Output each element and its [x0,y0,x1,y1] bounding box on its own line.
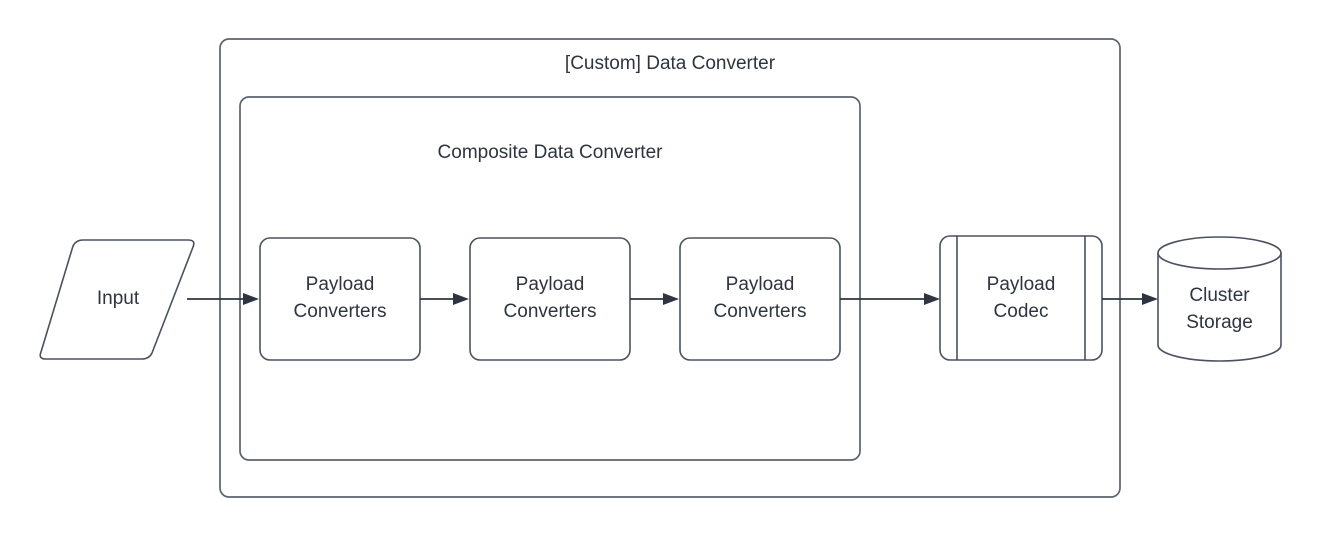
node-cluster-storage-label-line2: Storage [1186,312,1253,333]
edge-converter2-to-converter3-arrow-icon [663,293,679,305]
node-input-label: Input [97,288,140,309]
node-input[interactable]: Input [39,239,195,360]
node-payload-codec-shape [939,235,1103,361]
node-payload-converters-2-label-line1: Payload [516,274,585,295]
node-payload-converters-3-shape [679,237,841,361]
node-payload-converters-3-label-line2: Converters [714,301,807,322]
group-composite-data-converter-border [239,96,861,461]
group-custom-data-converter-border [219,38,1121,498]
group-custom-data-converter: [Custom] Data Converter [219,38,1121,498]
group-custom-data-converter-title: [Custom] Data Converter [565,53,776,74]
node-payload-converters-3-label-line1: Payload [726,274,795,295]
node-payload-converters-2[interactable]: Payload Converters [469,237,631,361]
group-composite-data-converter: Composite Data Converter [239,96,861,461]
edge-converter1-to-converter2-arrow-icon [453,293,469,305]
node-input-shape [39,239,195,360]
node-payload-codec-label-line1: Payload [987,274,1056,295]
node-cluster-storage-label-line1: Cluster [1189,285,1250,306]
edge-converter3-to-codec [840,293,940,305]
node-payload-codec-label-line2: Codec [994,301,1049,322]
node-cluster-storage-body [1157,252,1282,362]
node-payload-converters-3[interactable]: Payload Converters [679,237,841,361]
node-payload-converters-2-shape [469,237,631,361]
edge-converter2-to-converter3 [630,293,679,305]
edge-codec-to-storage-arrow-icon [1142,293,1158,305]
node-cluster-storage[interactable]: Cluster Storage [1157,236,1282,362]
node-payload-codec[interactable]: Payload Codec [939,235,1103,361]
edge-input-to-converter1 [187,293,259,305]
node-payload-converters-2-label-line2: Converters [504,301,597,322]
edge-codec-to-storage [1102,293,1158,305]
node-payload-converters-1-shape [259,237,421,361]
node-cluster-storage-top [1157,236,1282,270]
edge-converter3-to-codec-arrow-icon [924,293,940,305]
node-payload-converters-1-label-line1: Payload [306,274,375,295]
edge-input-to-converter1-arrow-icon [243,293,259,305]
edge-converter1-to-converter2 [420,293,469,305]
node-payload-converters-1-label-line2: Converters [294,301,387,322]
node-payload-converters-1[interactable]: Payload Converters [259,237,421,361]
group-composite-data-converter-title: Composite Data Converter [438,142,664,163]
